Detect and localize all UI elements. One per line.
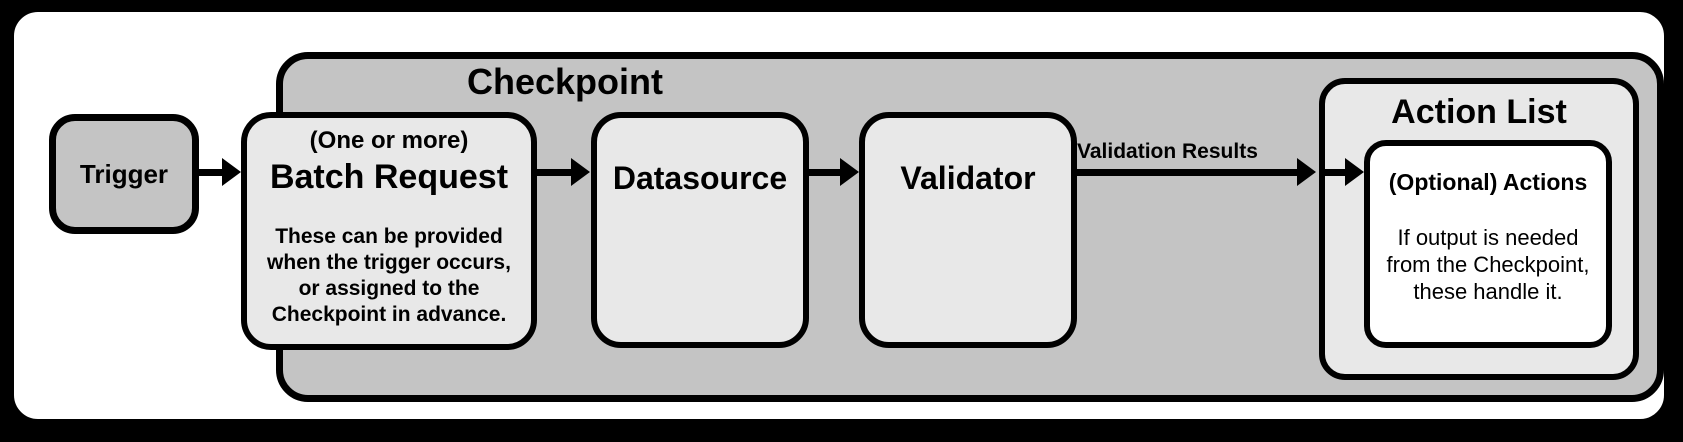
validator-node: Validator [859,112,1077,348]
arrow-validator-to-actionlist-line [1077,169,1297,176]
batch-request-title: Batch Request [269,158,509,196]
datasource-node: Datasource [591,112,809,348]
arrow-into-actions-head [1345,158,1364,186]
arrow-trigger-to-batch-line [199,169,225,176]
arrow-datasource-to-validator-line [809,169,840,176]
batch-request-sublabel: (One or more) [309,127,469,154]
validator-title: Validator [900,160,1036,196]
trigger-node: Trigger [49,114,199,234]
optional-actions-title: (Optional) Actions [1388,169,1588,195]
optional-actions-description: If output is needed from the Checkpoint,… [1386,225,1590,304]
arrow-batch-to-datasource-line [537,169,571,176]
action-list-title: Action List [1391,93,1567,131]
arrow-validator-to-actionlist-head [1297,158,1316,186]
datasource-title: Datasource [612,160,788,196]
arrow-datasource-to-validator-head [840,158,859,186]
trigger-label: Trigger [79,158,169,189]
batch-request-node: (One or more) Batch Request These can be… [241,112,537,350]
validation-results-label: Validation Results [1077,140,1258,163]
arrow-batch-to-datasource-head [571,158,590,186]
diagram-canvas: Checkpoint Trigger (One or more) Batch R… [8,6,1670,425]
arrow-into-actions-line [1325,169,1345,176]
batch-request-description: These can be provided when the trigger o… [267,225,511,326]
optional-actions-box: (Optional) Actions If output is needed f… [1364,140,1612,348]
checkpoint-title: Checkpoint [466,61,663,102]
arrow-trigger-to-batch-head [222,158,241,186]
